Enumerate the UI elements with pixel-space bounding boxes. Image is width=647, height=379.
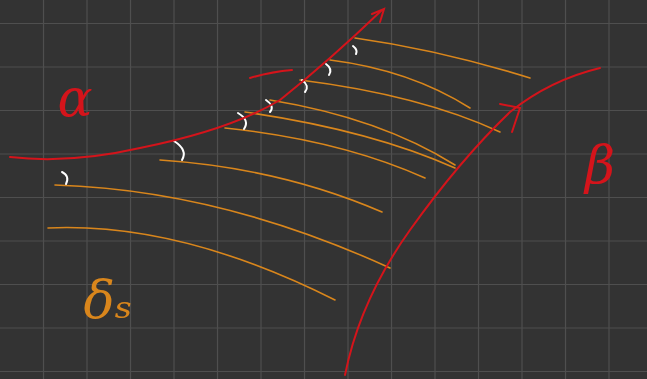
curve-label: α: [57, 72, 92, 124]
curve-label: β: [585, 139, 615, 191]
curves: [10, 9, 600, 375]
arrow-head: [372, 9, 384, 22]
curve-alpha: [10, 10, 382, 159]
curve-beta: [345, 68, 600, 375]
curve-mark: [250, 70, 292, 78]
hatch-label: δₛ: [84, 274, 133, 326]
angle-ticks: [62, 46, 357, 184]
arrow-head: [500, 104, 520, 132]
